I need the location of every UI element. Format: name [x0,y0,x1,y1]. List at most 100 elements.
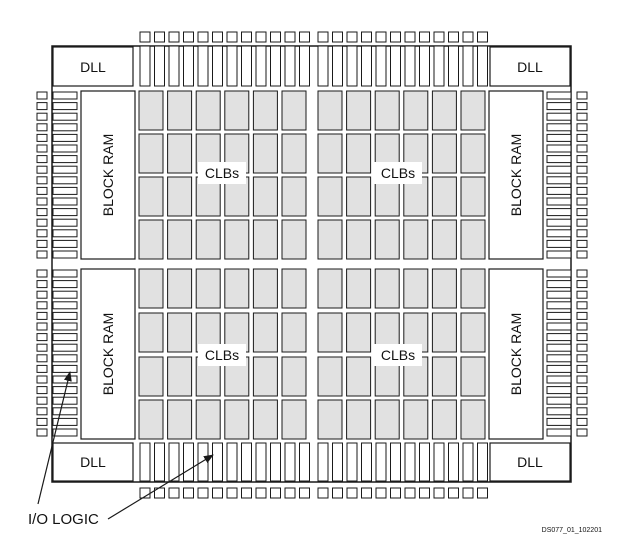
io-logic-cell [546,102,572,111]
block-ram-label: BLOCK RAM [100,313,116,395]
io-logic-cell [546,333,572,342]
io-logic-cell [197,442,209,482]
clb-cell [317,399,343,440]
clb-cell [138,176,164,217]
clb-cell [167,356,193,397]
dll-bottom-right: DLL [489,442,571,482]
io-pad [375,487,387,499]
io-logic-cell [477,442,488,482]
io-logic-cell [52,239,78,248]
io-pad [36,176,48,185]
clb-cell [138,399,164,440]
io-pad [576,112,588,121]
io-logic-cell [139,442,151,482]
io-logic-cell [546,208,572,217]
io-pad [36,123,48,132]
io-pad [346,31,358,43]
io-pad [576,375,588,384]
io-logic-cell [52,269,78,278]
io-logic-cell [52,354,78,363]
io-pad [226,487,238,499]
io-logic-cell [52,197,78,206]
io-pad [361,487,372,499]
io-pad [36,102,48,111]
io-logic-cell [52,322,78,331]
io-logic-cell [270,45,281,87]
io-logic-cell [477,45,488,87]
clbs-label-bottom-left: CLBs [198,344,246,366]
io-pad [448,487,459,499]
clb-cell [317,90,343,131]
clb-cell [403,399,429,440]
io-logic-cell [52,407,78,416]
io-logic-cell [255,45,267,87]
clb-cell [317,176,343,217]
io-pad [448,31,459,43]
io-pad [576,250,588,259]
io-pad [36,417,48,426]
io-pad [576,417,588,426]
io-logic-cell [546,311,572,320]
io-pad [390,487,401,499]
io-logic-cell [546,112,572,121]
clb-cell [346,219,372,260]
clb-cell [252,312,278,353]
clb-cell [252,356,278,397]
clb-cell [431,219,457,260]
io-pad [419,31,430,43]
io-logic-cell [462,45,474,87]
io-pad [576,396,588,405]
clb-cell [346,268,372,309]
io-pad [36,301,48,310]
clb-cell [431,176,457,217]
clbs-label-top-left: CLBs [198,162,246,184]
io-pad [168,31,180,43]
clb-cell [431,90,457,131]
io-logic-cell [546,144,572,153]
io-logic-cell [546,407,572,416]
io-logic-cell [168,45,180,87]
top-io-pads [139,31,488,43]
io-pad [332,31,343,43]
right-io-logic [546,91,572,437]
io-pad [576,322,588,331]
clb-cell [403,268,429,309]
io-logic-cell [546,269,572,278]
block-ram-label: BLOCK RAM [508,134,524,216]
clb-cell [224,268,250,309]
io-logic-cell [546,133,572,142]
io-pad [36,208,48,217]
dll-top-left: DLL [52,46,134,87]
clb-cell [224,90,250,131]
clb-cell [167,268,193,309]
clb-cell [460,133,486,174]
clb-cell [138,268,164,309]
io-logic-cell [255,442,267,482]
figure-code: DS077_01_102201 [542,527,602,534]
dll-top-right: DLL [489,46,571,87]
io-logic-cell [546,417,572,426]
io-logic-cell [546,229,572,238]
io-logic-cell [52,250,78,259]
io-pad [154,31,165,43]
io-logic-cell [52,301,78,310]
clb-cell [252,399,278,440]
clb-cell [374,268,400,309]
io-pad [36,186,48,195]
clb-cell [346,133,372,174]
io-logic-cell [52,229,78,238]
io-pad [576,176,588,185]
clb-cell [431,133,457,174]
io-pad [36,333,48,342]
io-logic-cell [284,442,296,482]
io-pad [317,487,329,499]
left-io-pads [36,91,48,437]
io-pad [36,354,48,363]
io-pad [36,375,48,384]
io-logic-cell [299,442,310,482]
io-pad [36,322,48,331]
clbs-label-top-right: CLBs [374,162,422,184]
chip-boundary [51,45,572,483]
clb-cell [403,219,429,260]
io-logic-cell [546,322,572,331]
